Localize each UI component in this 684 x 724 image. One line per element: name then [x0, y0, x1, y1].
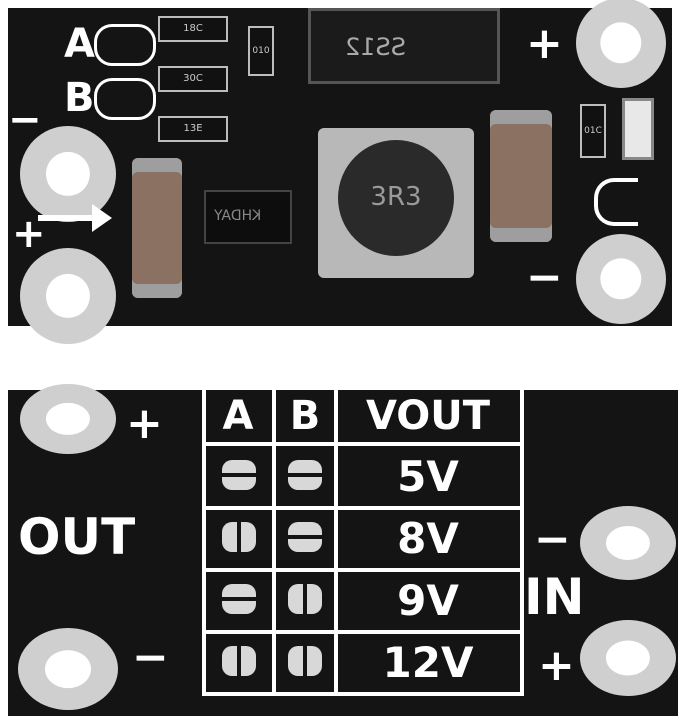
vout-5v: 5V [397, 452, 459, 501]
jumper-a-row-5v [222, 460, 256, 490]
out-plus-pad [20, 384, 116, 454]
resistor-18c: 18C [158, 16, 228, 42]
minus-in-label: − [534, 514, 571, 565]
table-border-bottom [202, 692, 524, 696]
vout-9v: 9V [397, 576, 459, 625]
jumper-b-silk [94, 78, 156, 120]
in-label: IN [524, 568, 585, 626]
table-divider-bv [334, 390, 338, 696]
out-minus-pad [18, 628, 118, 710]
ic-marking: KHDAY [214, 208, 262, 224]
label-b: B [64, 75, 95, 121]
jumper-a-row-12v [222, 646, 256, 676]
plus-in-label: + [538, 640, 575, 691]
left-bottom-pad [20, 248, 116, 344]
table-row-line-1 [202, 442, 524, 446]
top-pcb-board: A B + − + − 18C 30C 13E 010 01C SS12 3R3… [8, 0, 672, 344]
resistor-30c: 30C [158, 66, 228, 92]
right-bottom-pad [576, 234, 666, 324]
inductor: 3R3 [318, 128, 474, 278]
inductor-core: 3R3 [338, 140, 454, 256]
table-row-line-4 [202, 630, 524, 634]
ic-chip: KHDAY [204, 190, 292, 244]
jumper-a-row-8v [222, 522, 256, 552]
table-row-line-3 [202, 568, 524, 572]
jumper-b-row-12v [288, 646, 322, 676]
right-top-pad [576, 0, 666, 88]
diode-marking: SS12 [345, 33, 407, 61]
arrow-icon [38, 215, 98, 221]
output-capacitor [490, 110, 552, 242]
table-border-left [202, 390, 206, 696]
jumper-a-row-9v [222, 584, 256, 614]
plus-out-label: + [126, 398, 163, 449]
jumper-b-row-5v [288, 460, 322, 490]
resistor-01c: 01C [580, 104, 606, 158]
vout-12v: 12V [382, 638, 474, 687]
input-capacitor [132, 158, 182, 298]
in-minus-pad [580, 506, 676, 580]
minus-bottom-right-label: − [526, 252, 563, 303]
plus-top-right-label: + [526, 18, 563, 69]
out-label: OUT [18, 508, 136, 566]
inductor-marking: 3R3 [370, 182, 422, 212]
table-header-b: B [289, 393, 321, 439]
jumper-a-silk [94, 24, 156, 66]
vout-8v: 8V [397, 514, 459, 563]
jumper-b-row-9v [288, 584, 322, 614]
bottom-pcb-board: + − OUT − IN + A B VOUT 5V 8V 9V 12V [8, 384, 678, 716]
resistor-010: 010 [248, 26, 274, 76]
arrow-head-icon [92, 204, 112, 232]
c-silk-icon [594, 178, 638, 226]
table-divider-ab [272, 390, 276, 696]
table-header-vout: VOUT [365, 393, 491, 439]
minus-left-label: − [8, 97, 42, 143]
minus-out-label: − [132, 632, 169, 683]
label-a: A [64, 21, 95, 67]
table-header-a: A [222, 393, 254, 439]
resistor-13e: 13E [158, 116, 228, 142]
led-component [622, 98, 654, 160]
schottky-diode: SS12 [308, 8, 500, 84]
in-plus-pad [580, 620, 676, 696]
table-border-right [520, 390, 524, 696]
jumper-b-row-8v [288, 522, 322, 552]
table-row-line-2 [202, 506, 524, 510]
